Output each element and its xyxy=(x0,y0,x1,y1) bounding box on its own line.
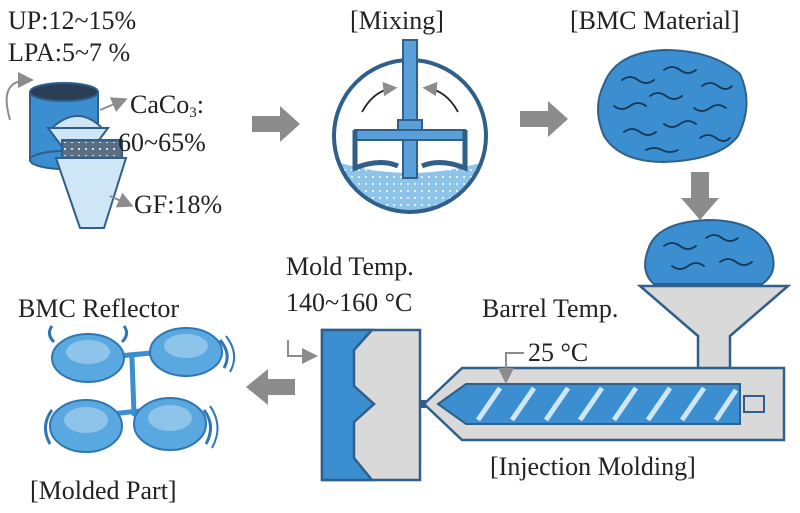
flow-arrows xyxy=(246,101,719,405)
caco3-formula-colon: : xyxy=(196,90,204,119)
caco3-pointer-arrow xyxy=(99,97,128,112)
lpa-pointer-arrow xyxy=(5,72,34,121)
caco3-formula-main: CaCo xyxy=(130,90,190,119)
hopper-bmc-blob-icon xyxy=(644,218,775,285)
mold-temp-value: 140~160 °C xyxy=(286,288,413,317)
gf-hopper-icon xyxy=(54,139,128,229)
caco3-percent: 60~65% xyxy=(118,128,206,157)
machine-hopper xyxy=(636,284,792,372)
stage-mixing-title: [Mixing] xyxy=(350,6,444,35)
barrel-temp-pointer-arrow xyxy=(498,352,524,384)
reflector-part-icon xyxy=(149,327,236,377)
barrel-temp-value: 25 °C xyxy=(528,338,589,367)
gf-label: GF:18% xyxy=(134,190,223,219)
raw-materials-illustration xyxy=(5,72,134,229)
stage-bmc-material-title: [BMC Material] xyxy=(570,6,740,35)
reflector-part-icon xyxy=(133,397,219,451)
mixing-vessel-illustration xyxy=(332,39,488,214)
arrow-raw-to-mixing xyxy=(252,106,300,142)
gf-pointer-arrow xyxy=(109,192,134,208)
arrow-mixing-to-bmc xyxy=(520,101,568,137)
lpa-label: LPA:5~7 % xyxy=(8,38,131,67)
stage-injection-molding-title: [Injection Molding] xyxy=(490,452,696,481)
reflector-part-icon xyxy=(44,399,123,453)
mixing-rotation-arrow-left xyxy=(361,81,398,113)
mixing-rotation-arrow-right xyxy=(422,81,459,113)
arrow-mold-to-part xyxy=(246,369,295,405)
injection-machine-illustration xyxy=(370,218,792,442)
mold-cavity xyxy=(320,328,376,482)
mold-temp-pointer-arrow xyxy=(287,340,318,364)
mold-illustration xyxy=(287,328,422,482)
stage-molded-part-title: [Molded Part] xyxy=(30,476,177,505)
up-label: UP:12~15% xyxy=(8,6,137,35)
molded-reflector-illustration xyxy=(44,325,236,453)
bmc-material-blob-icon xyxy=(597,48,748,164)
screw xyxy=(436,383,765,425)
caco3-label: CaCo3: xyxy=(130,92,204,121)
barrel-temp-label: Barrel Temp. xyxy=(482,294,619,323)
mold-temp-label: Mold Temp. xyxy=(286,252,414,281)
reflector-part-icon xyxy=(47,325,129,383)
product-name-label: BMC Reflector xyxy=(18,294,180,323)
arrow-bmc-to-injection xyxy=(681,172,719,220)
caco3-formula-sub: 3 xyxy=(189,105,197,121)
